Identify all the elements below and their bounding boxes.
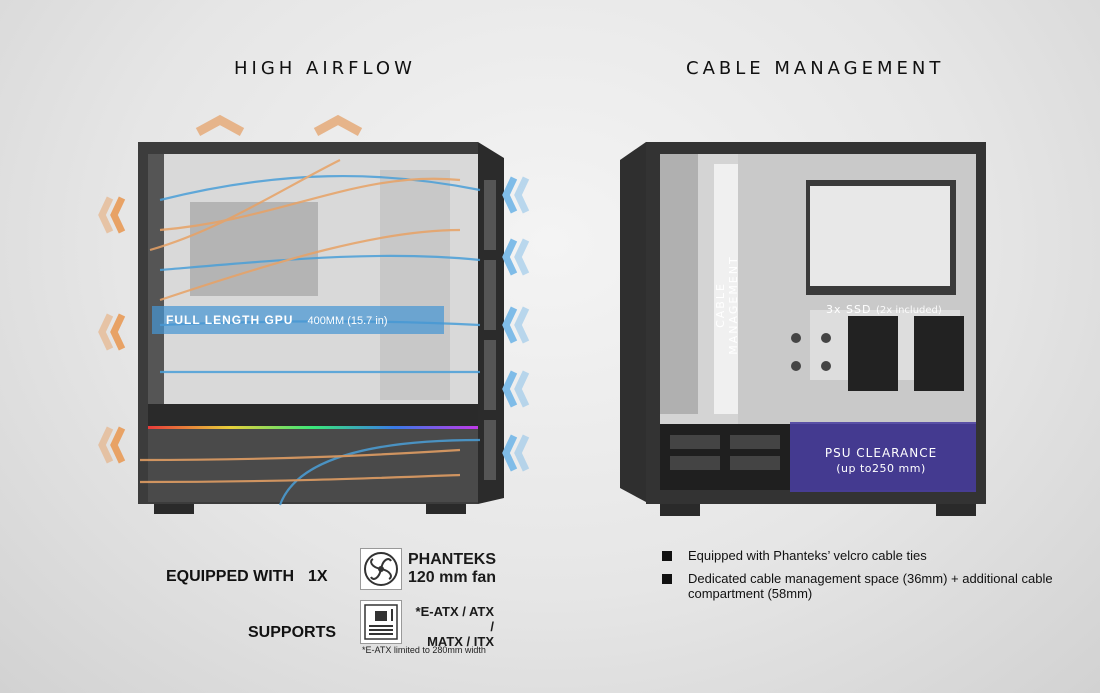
bullet-square-icon: [662, 551, 672, 561]
fan-icon: [360, 548, 402, 590]
mb-line-1: *E-ATX / ATX /: [415, 604, 494, 634]
equipped-label: EQUIPPED WITH: [166, 568, 295, 585]
intake-chevron-right-icon: [502, 176, 530, 472]
high-airflow-heading: HIGH AIRFLOW: [234, 58, 416, 79]
exhaust-chevron-icon: [195, 114, 363, 136]
bullet-square-icon: [662, 574, 672, 584]
cable-features-list: Equipped with Phanteks’ velcro cable tie…: [662, 548, 1062, 609]
psu-callout: PSU CLEARANCE (up to250 mm): [792, 446, 970, 475]
airflow-case-illustration: [98, 114, 530, 514]
motherboard-icon: [360, 600, 402, 644]
fan-size: 120 mm fan: [408, 569, 497, 586]
psu-sub: (up to250 mm): [836, 462, 926, 475]
equipped-with-row: EQUIPPED WITH 1X: [166, 568, 328, 586]
ssd-label: 3x SSD: [826, 303, 872, 316]
list-item: Equipped with Phanteks’ velcro cable tie…: [662, 548, 1062, 563]
ssd-sub: (2x included): [875, 305, 942, 316]
supports-label: SUPPORTS: [248, 624, 337, 641]
equipped-count: 1X: [308, 568, 328, 585]
bullet-text: Dedicated cable management space (36mm) …: [688, 571, 1053, 601]
fan-title: PHANTEKS 120 mm fan: [408, 551, 496, 587]
bullet-text: Equipped with Phanteks’ velcro cable tie…: [688, 548, 927, 563]
cable-management-case-illustration: [620, 142, 986, 516]
gpu-length-callout: FULL LENGTH GPU 400MM (15.7 in): [152, 306, 444, 334]
intake-chevron-left-icon: [98, 196, 126, 464]
ssd-callout: 3x SSD (2x included): [826, 303, 942, 316]
gpu-label: FULL LENGTH GPU: [166, 313, 294, 327]
list-item: Dedicated cable management space (36mm) …: [662, 571, 1062, 601]
eatx-footnote: *E-ATX limited to 280mm width: [362, 645, 486, 655]
cable-management-heading: CABLE MANAGEMENT: [686, 58, 945, 79]
fan-brand: PHANTEKS: [408, 551, 497, 568]
gpu-value: 400MM (15.7 in): [307, 315, 388, 327]
mb-line-2: MATX / ITX: [427, 634, 494, 649]
psu-label: PSU CLEARANCE: [824, 446, 938, 460]
motherboard-support-title: *E-ATX / ATX / MATX / ITX: [410, 604, 494, 649]
cable-management-vertical-label: CABLE MANAGEMENT: [714, 255, 740, 355]
